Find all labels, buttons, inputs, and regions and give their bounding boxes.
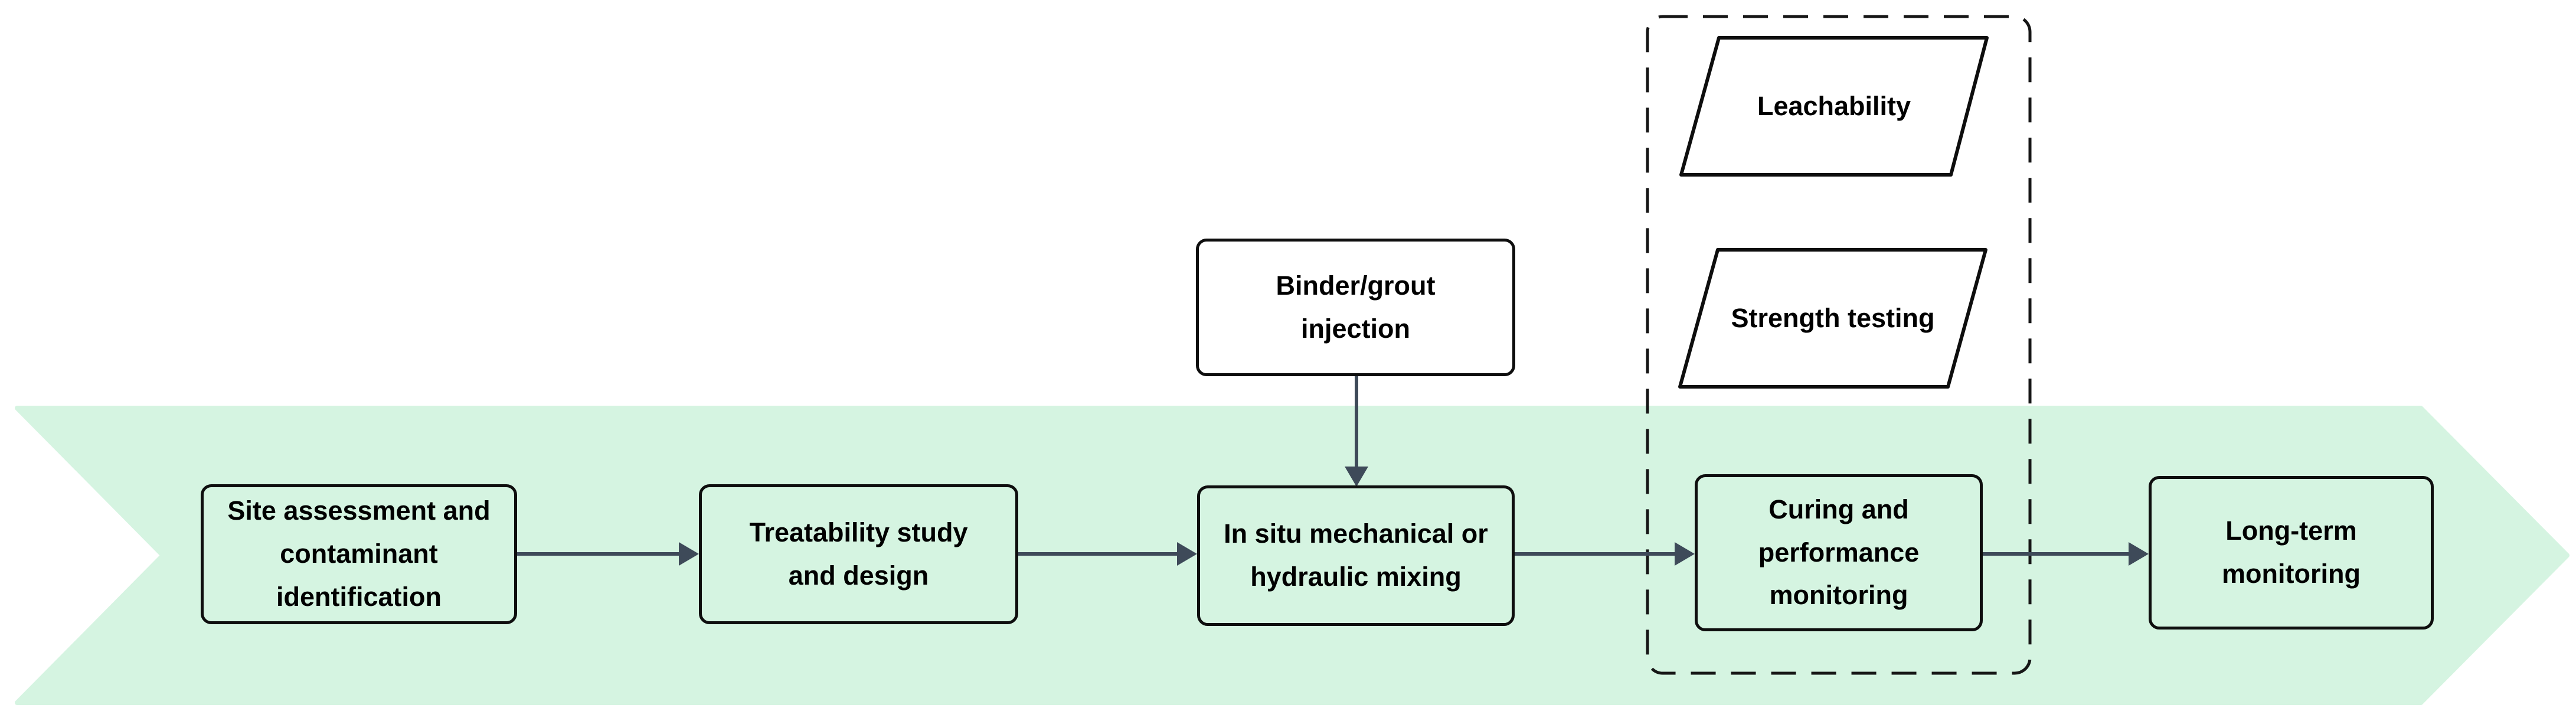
step-label: Binder/grout injection xyxy=(1276,270,1436,344)
step-label: Treatability study and design xyxy=(749,517,968,591)
arrowhead-icon xyxy=(2129,542,2149,566)
arrowhead-icon xyxy=(1675,542,1695,566)
step-curing-monitoring-box: Curing and performance monitoring xyxy=(1695,474,1983,631)
strength-testing-parallelogram xyxy=(1678,248,1987,389)
step-in-situ-mixing-box: In situ mechanical or hydraulic mixing xyxy=(1197,485,1515,626)
step-label: Long-term monitoring xyxy=(2222,516,2361,589)
arrowhead-icon xyxy=(679,542,699,566)
qa-tests-dashed-group xyxy=(1646,15,2032,675)
arrow-binder-to-insitu xyxy=(1345,376,1368,487)
step-site-assessment-box: Site assessment and contaminant identifi… xyxy=(201,484,517,624)
leachability-parallelogram xyxy=(1679,36,1989,177)
arrowhead-icon xyxy=(1345,467,1368,487)
arrow-treatability-to-insitu xyxy=(1018,542,1197,566)
arrow-curing-to-longterm xyxy=(1983,542,2149,566)
arrowhead-icon xyxy=(1177,542,1197,566)
step-label: Site assessment and contaminant identifi… xyxy=(227,495,491,612)
step-label: Curing and performance monitoring xyxy=(1758,494,1920,611)
step-label: In situ mechanical or hydraulic mixing xyxy=(1224,518,1488,592)
step-long-term-monitoring-box: Long-term monitoring xyxy=(2149,476,2434,630)
arrow-site-to-treatability xyxy=(517,542,699,566)
arrow-insitu-to-curing xyxy=(1515,542,1695,566)
step-treatability-box: Treatability study and design xyxy=(699,484,1018,624)
binder-grout-injection-box: Binder/grout injection xyxy=(1196,239,1515,376)
